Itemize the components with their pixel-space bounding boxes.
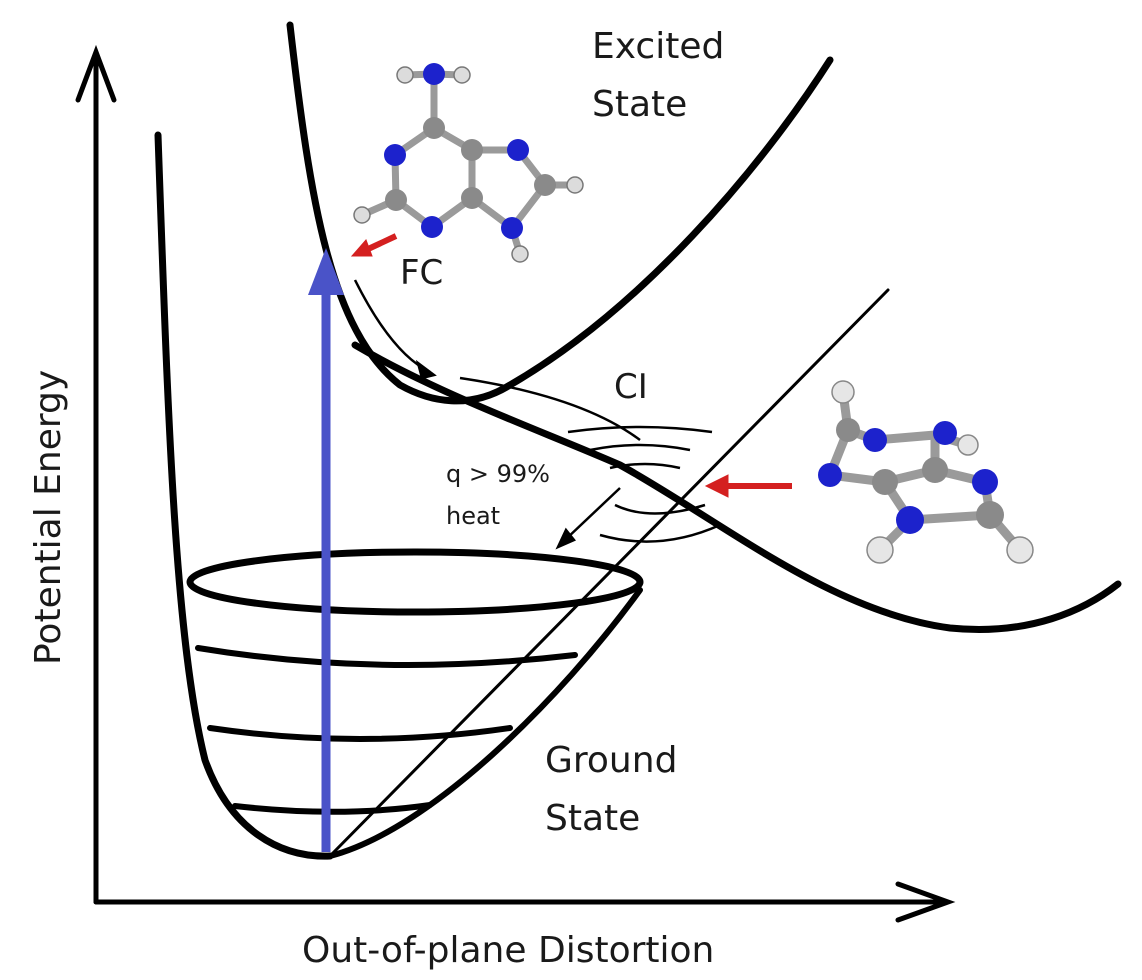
ground-state-left-wall — [154, 131, 334, 860]
excited-state-label-line1: Excited — [592, 26, 724, 67]
fc-pointer-head — [350, 239, 373, 257]
ci-ring-1 — [567, 425, 713, 434]
x-axis-arrowhead — [895, 881, 956, 923]
excited-state-lower-branch — [351, 341, 1122, 633]
ground-crossing-line — [328, 288, 890, 858]
adenine-planar-molecule-icon — [353, 63, 584, 263]
heat-label: heat — [446, 502, 500, 530]
decay-arrowhead — [555, 527, 576, 550]
quantum-yield-label: q > 99% — [446, 460, 550, 488]
fc-pointer-line — [364, 233, 398, 253]
conical-intersection-funnel — [459, 376, 721, 543]
ci-ring-2 — [589, 443, 691, 452]
ci-funnel-side — [459, 376, 641, 442]
vibrational-level-4 — [232, 802, 433, 815]
vibrational-level-3 — [207, 725, 513, 742]
excited-state-label-line2: State — [592, 84, 687, 125]
fc-relax-arrow — [353, 279, 431, 374]
ci-funnel-lower-1 — [614, 503, 706, 515]
ground-state-label-line2: State — [545, 798, 640, 839]
vibrational-level-2 — [195, 645, 578, 668]
decay-arrow — [564, 487, 621, 541]
ground-state-right-wall — [327, 587, 643, 859]
ci-ring-3 — [609, 462, 681, 470]
y-axis-label: Potential Energy — [28, 370, 69, 665]
fc-label: FC — [400, 253, 443, 293]
pointer-arrows — [350, 233, 792, 498]
x-axis-label: Out-of-plane Distortion — [302, 930, 714, 971]
excited-state-surface — [286, 21, 1122, 633]
ground-state-label-line1: Ground — [545, 740, 677, 781]
fc-relax-arrowhead — [415, 359, 437, 380]
y-axis-arrowhead — [75, 44, 117, 103]
reaction-path-arrows — [353, 279, 621, 550]
ci-funnel-lower-2 — [599, 523, 721, 543]
axes — [75, 44, 956, 923]
ci-pointer-head — [704, 474, 729, 498]
adenine-distorted-molecule-icon — [818, 380, 1034, 564]
excitation-arrow-head — [308, 248, 344, 295]
ground-state-surface — [154, 131, 890, 860]
vibrational-level-top — [186, 548, 644, 616]
ci-label: CI — [614, 367, 648, 407]
excitation-arrow — [308, 248, 344, 852]
